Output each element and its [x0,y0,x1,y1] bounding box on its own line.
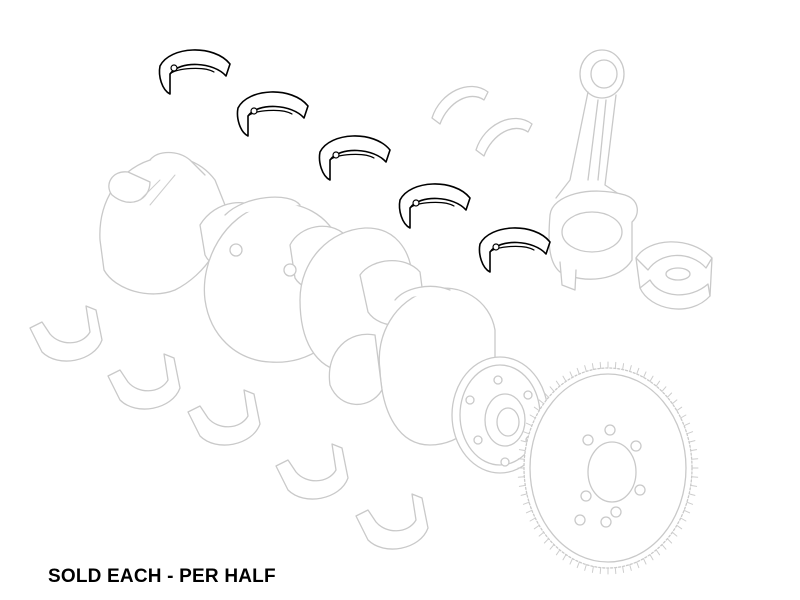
ring-gear-tooth [655,380,661,387]
ring-gear-tooth [533,524,540,530]
ring-gear-tooth [525,509,533,514]
ring-gear-tooth [576,561,580,569]
ring-gear-tooth [636,561,640,569]
bearing-oil-hole-icon [492,243,500,251]
ring-gear-tooth [520,440,528,443]
ring-gear-tooth [591,363,594,370]
ring-gear-tooth [686,431,694,435]
ring-gear-tooth [522,501,530,505]
ring-gear-tooth [599,361,602,369]
ring-gear-tooth [680,517,687,522]
ring-gear-tooth [622,363,625,370]
ring-gear-tooth [538,531,545,537]
ring-gear-tooth [688,493,696,496]
thrust-washers-ghost [431,85,533,157]
ring-gear-tooth [522,431,530,435]
bearing-shell-1[interactable] [158,49,231,95]
ring-gear-tooth [661,544,667,550]
ring-gear-tooth [676,524,683,530]
bearing-shell-2[interactable] [236,91,309,137]
ring-gear-tooth [683,509,691,514]
ring-gear-tooth [549,544,555,550]
ring-gear-tooth [584,564,587,571]
ring-gear-tooth [683,422,691,427]
ring-gear-tooth [533,406,540,412]
bearing-shell-5[interactable] [478,227,551,273]
ring-gear-tooth [671,531,678,537]
ring-gear-tooth [680,414,687,419]
ring-gear-tooth [520,493,528,496]
ring-gear-tooth [562,554,567,561]
ring-gear-tooth [529,414,536,419]
ring-gear-tooth [671,399,678,405]
sold-each-caption: SOLD EACH - PER HALF [48,566,276,587]
ring-gear-tooth [591,566,594,573]
bearing-oil-hole-icon [332,151,340,159]
bearing-shell-4[interactable] [398,183,471,229]
ring-gear-tooth [690,484,698,487]
connecting-rod-ghost [548,49,638,291]
ring-gear-tooth [518,449,526,452]
ring-gear-tooth [661,386,667,392]
ring-gear-tooth [549,386,555,392]
ring-gear-tooth [562,375,567,382]
conrod-bearing-ghost [635,241,713,310]
ring-gear-tooth [584,365,587,372]
ring-gear-tooth [643,371,647,378]
ring-gear-tooth [529,517,536,522]
ring-gear-tooth [643,558,647,565]
ring-gear-tooth [569,558,573,565]
ring-gear-tooth [543,392,550,398]
ring-gear-tooth [629,365,632,372]
ring-gear-tooth [676,406,683,412]
ring-gear-tooth [576,367,580,375]
ring-gear-tooth [666,392,673,398]
ring-gear-tooth [569,371,573,378]
ring-gear-tooth [691,458,699,460]
ring-gear-tooth [690,449,698,452]
ring-gear-tooth [649,554,654,561]
ring-gear-tooth [655,549,661,556]
lower-bearings-ghost [29,305,429,550]
ring-gear-tooth [543,538,550,544]
bearing-shell-3[interactable] [318,135,391,181]
ring-gear-tooth [649,375,654,382]
ring-gear-tooth [688,440,696,443]
ring-gear-tooth [636,367,640,375]
ring-gear-tooth [517,476,525,478]
ring-gear-tooth [614,567,617,575]
ring-gear-tooth [525,422,533,427]
crankshaft-ghost [99,151,549,474]
ring-gear-tooth [538,399,545,405]
ring-gear-tooth [555,549,561,556]
bearing-oil-hole-icon [170,64,178,72]
ring-gear-tooth [691,476,699,478]
ring-gear-tooth [517,458,525,460]
ring-gear-tooth [518,484,526,487]
ring-gear-tooth [629,564,632,571]
bearing-oil-hole-icon [412,199,420,207]
ring-gear-tooth [614,361,617,369]
bearing-oil-hole-icon [250,107,258,115]
ring-gear-tooth [622,566,625,573]
ring-gear-tooth [666,538,673,544]
ring-gear-tooth [555,380,561,387]
ring-gear-tooth [686,501,694,505]
flywheel-ghost [517,361,699,575]
ring-gear-tooth [599,567,602,575]
